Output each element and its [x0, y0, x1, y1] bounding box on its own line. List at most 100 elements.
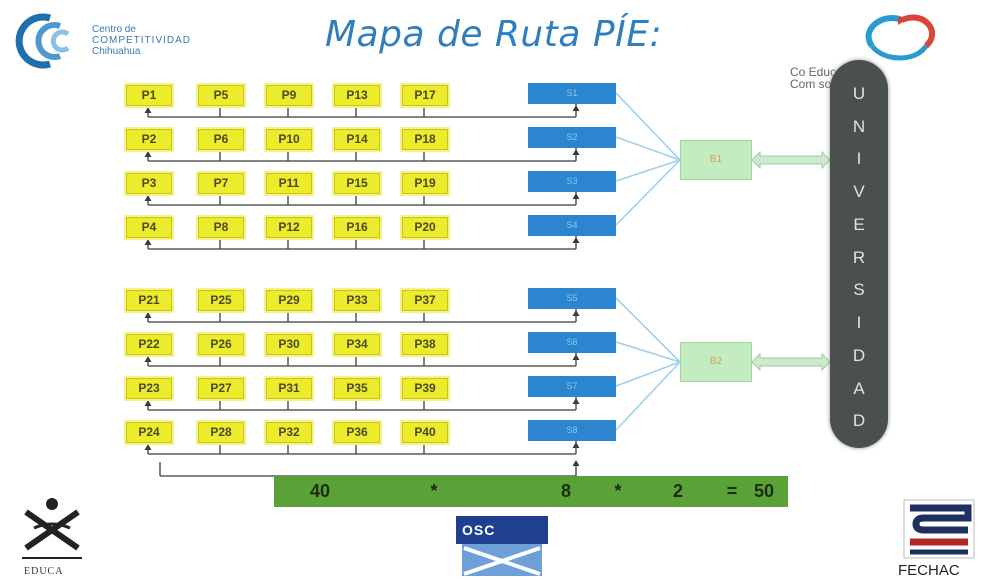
- centro-competitividad-logo-text: Centro de COMPETITIVIDAD Chihuahua: [92, 24, 191, 57]
- participant-box-p16: P16: [334, 217, 380, 238]
- logo-line-2: COMPETITIVIDAD: [92, 35, 192, 46]
- service-to-block-line: [615, 159, 681, 226]
- participant-box-p38: P38: [402, 334, 448, 355]
- participant-box-p9: P9: [266, 85, 312, 106]
- universidad-letter: U: [852, 84, 866, 103]
- universidad-letter: V: [853, 182, 865, 202]
- arrow-head-icon: [572, 354, 580, 360]
- service-box-s7: S7: [528, 376, 616, 397]
- participant-box-p2: P2: [126, 129, 172, 150]
- formula-times-1: *: [430, 481, 438, 501]
- educa-logo-icon: [22, 498, 82, 559]
- universidad-letter: D: [852, 345, 866, 365]
- participant-box-p11: P11: [266, 173, 312, 194]
- osc-logo-text: OSC: [462, 522, 496, 538]
- participant-box-p10: P10: [266, 129, 312, 150]
- service-to-block-line: [615, 341, 681, 363]
- service-box-s5: S5: [528, 288, 616, 309]
- participant-box-p25: P25: [198, 290, 244, 311]
- arrow-head-icon: [144, 239, 152, 245]
- comunidad-educativa-logo-icon: [865, 14, 935, 61]
- formula-blocks: 2: [672, 481, 683, 501]
- participant-box-p24: P24: [126, 422, 172, 443]
- logo-line-3: Chihuahua: [92, 46, 141, 57]
- formula-equals: =: [726, 481, 738, 501]
- participant-box-p33: P33: [334, 290, 380, 311]
- universidad-letter: N: [852, 116, 866, 136]
- arrow-head-icon: [572, 149, 580, 155]
- participant-box-p13: P13: [334, 85, 380, 106]
- arrow-head-icon: [144, 444, 152, 450]
- arrow-head-icon: [144, 195, 152, 201]
- participant-box-p4: P4: [126, 217, 172, 238]
- arrow-head-icon: [572, 398, 580, 404]
- arrow-head-icon: [572, 460, 580, 466]
- service-box-s6: S6: [528, 332, 616, 353]
- universidad-letter: I: [856, 149, 862, 169]
- universidad-letter: E: [853, 214, 865, 234]
- universidad-letter: R: [852, 247, 866, 267]
- service-to-block-line: [615, 361, 681, 387]
- formula-participants: 40: [309, 481, 331, 501]
- service-to-block-line: [615, 159, 681, 182]
- arrow-head-icon: [572, 442, 580, 448]
- participant-box-p26: P26: [198, 334, 244, 355]
- osc-logo-icon: [456, 516, 548, 576]
- formula-services: 8: [560, 481, 571, 501]
- participant-box-p27: P27: [198, 378, 244, 399]
- participant-box-p39: P39: [402, 378, 448, 399]
- service-to-block-line: [615, 361, 681, 431]
- arrow-head-icon: [144, 107, 152, 113]
- block-box-b1: B1: [680, 140, 752, 180]
- service-box-s1: S1: [528, 83, 616, 104]
- participant-box-p12: P12: [266, 217, 312, 238]
- universidad-letter: S: [853, 280, 865, 300]
- double-arrow-icon: [751, 352, 831, 372]
- arrow-head-icon: [572, 105, 580, 111]
- participant-box-p21: P21: [126, 290, 172, 311]
- formula-times-2: *: [614, 481, 622, 501]
- participant-box-p7: P7: [198, 173, 244, 194]
- participant-box-p17: P17: [402, 85, 448, 106]
- service-to-block-line: [615, 297, 681, 363]
- centro-competitividad-logo-icon: [15, 13, 70, 69]
- participant-box-p3: P3: [126, 173, 172, 194]
- arrow-head-icon: [144, 151, 152, 157]
- block-box-b2: B2: [680, 342, 752, 382]
- participant-box-p20: P20: [402, 217, 448, 238]
- participant-box-p8: P8: [198, 217, 244, 238]
- arrow-head-icon: [572, 237, 580, 243]
- participant-box-p40: P40: [402, 422, 448, 443]
- educa-logo-text: EDUCA: [24, 566, 64, 577]
- logo-line-1: Centro de: [92, 24, 136, 35]
- service-box-s2: S2: [528, 127, 616, 148]
- arrow-head-icon: [144, 356, 152, 362]
- service-box-s3: S3: [528, 171, 616, 192]
- page-title: Mapa de Ruta PÍE:: [325, 14, 663, 55]
- double-arrow-icon: [751, 150, 831, 170]
- participant-box-p22: P22: [126, 334, 172, 355]
- participant-box-p1: P1: [126, 85, 172, 106]
- participant-box-p32: P32: [266, 422, 312, 443]
- participant-box-p36: P36: [334, 422, 380, 443]
- participant-box-p35: P35: [334, 378, 380, 399]
- participant-box-p5: P5: [198, 85, 244, 106]
- universidad-letter: I: [856, 313, 862, 333]
- participant-box-p28: P28: [198, 422, 244, 443]
- participant-box-p31: P31: [266, 378, 312, 399]
- participant-box-p23: P23: [126, 378, 172, 399]
- arrow-head-icon: [144, 400, 152, 406]
- participant-box-p34: P34: [334, 334, 380, 355]
- fechac-logo-text: FECHAC: [898, 562, 960, 579]
- formula-result: 50: [753, 481, 775, 501]
- participant-box-p30: P30: [266, 334, 312, 355]
- service-box-s8: S8: [528, 420, 616, 441]
- service-to-block-line: [615, 136, 681, 161]
- fechac-logo-icon: [903, 499, 975, 559]
- arrow-head-icon: [572, 310, 580, 316]
- arrow-head-icon: [144, 312, 152, 318]
- participant-box-p15: P15: [334, 173, 380, 194]
- participant-box-p6: P6: [198, 129, 244, 150]
- participant-box-p19: P19: [402, 173, 448, 194]
